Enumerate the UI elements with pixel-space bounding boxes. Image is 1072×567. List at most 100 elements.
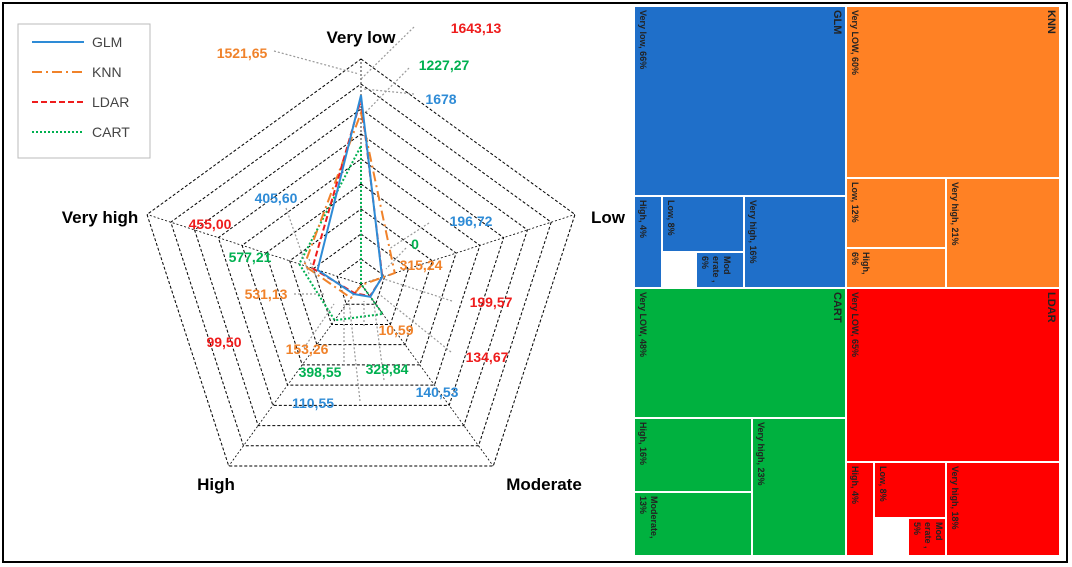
treemap-tile: Moderate, 13% [634, 492, 752, 556]
radar-ring [265, 183, 457, 366]
axis-label: Very high [62, 208, 139, 227]
treemap-group-title: LDAR [1045, 292, 1057, 323]
treemap-tile: High, 4% [634, 196, 662, 288]
value-label: 153,26 [286, 341, 329, 357]
treemap-chart: Very low, 66% High, 4% Low, 8% Mod erate , … [634, 6, 1064, 556]
chart-legend: GLM KNN LDAR CART [17, 23, 151, 159]
radar-spoke [146, 214, 362, 285]
treemap-tile: Very LOW, 60% [846, 6, 1060, 178]
radar-value-labels: 1678196,72140,53110,55405,601521,65315,2… [189, 20, 513, 411]
series-line-ldar [311, 98, 384, 298]
radar-ring [336, 258, 386, 305]
treemap-tile-label: Low, 8% [878, 466, 888, 502]
treemap-tile: Very LOW, 65% [846, 288, 1060, 462]
leader-line [383, 278, 453, 302]
treemap-tile-label: Low, 8% [666, 200, 676, 236]
treemap-tile: Very high, 16% [744, 196, 846, 288]
treemap-tile-label: High, 16% [638, 422, 648, 466]
value-label: 405,60 [255, 190, 298, 206]
leader-line [303, 303, 335, 349]
legend-entry: GLM [92, 34, 122, 50]
treemap-tile-label: Very LOW, 65% [850, 292, 860, 358]
legend-box [17, 23, 151, 159]
radar-spoke [228, 283, 362, 467]
leader-line [388, 222, 430, 250]
radar-spoke [360, 283, 494, 467]
treemap-tile: Low, 12% [846, 178, 946, 248]
leader-line [360, 26, 415, 80]
treemap-tile-label: Very high, 23% [756, 422, 766, 486]
treemap-tile: High, 16% [634, 418, 752, 492]
axis-label: High [197, 475, 235, 494]
leader-line [363, 88, 415, 95]
treemap-tile-label: Mod erate , 6% [700, 256, 732, 283]
treemap-tile-label: Very LOW, 48% [638, 292, 648, 358]
treemap-tile: Low, 8% [874, 462, 946, 518]
value-label: 315,24 [400, 257, 443, 273]
series-line-glm [316, 94, 384, 298]
radar-ring [217, 133, 505, 406]
treemap-tile: Mod erate , 5% [908, 518, 946, 556]
legend-entry: LDAR [92, 94, 129, 110]
value-label: 577,21 [229, 249, 272, 265]
leader-line [373, 303, 385, 381]
value-label: 1643,13 [451, 20, 502, 36]
legend-entry: CART [92, 124, 130, 140]
value-label: 1227,27 [419, 57, 470, 73]
treemap-tile: Low, 8% [662, 196, 744, 252]
radar-ring [193, 108, 529, 427]
radar-series [298, 94, 396, 322]
value-label: 455,00 [189, 216, 232, 232]
axis-label: Very low [327, 28, 397, 47]
treemap-tile-label: High, 6% [850, 252, 871, 275]
treemap-tile: High, 6% [846, 248, 946, 288]
treemap-tile: High, 4% [846, 462, 874, 556]
leader-line [385, 247, 407, 270]
series-line-knn [302, 109, 396, 300]
treemap-tile-label: Moderate, 13% [638, 496, 659, 539]
radar-spoke [360, 214, 576, 285]
treemap-tile-label: High, 4% [850, 466, 860, 505]
value-label: 140,53 [416, 384, 459, 400]
treemap-tile-label: High, 4% [638, 200, 648, 239]
radar-grid [146, 58, 576, 467]
value-label: 199,57 [470, 294, 513, 310]
value-label: 134,67 [466, 349, 509, 365]
radar-ring [170, 83, 552, 447]
treemap-tile-label: Very high, 18% [950, 466, 960, 530]
leader-line [363, 67, 410, 115]
treemap-tile-label: Very low, 66% [638, 10, 648, 70]
treemap-tile-label: Very high, 21% [950, 182, 960, 246]
treemap-tile-label: Very LOW, 60% [850, 10, 860, 76]
leader-line [273, 50, 360, 75]
value-label: 1521,65 [217, 45, 268, 61]
radar-ring [241, 158, 481, 386]
legend-entry: KNN [92, 64, 122, 80]
value-label: 99,50 [206, 334, 241, 350]
leader-line [348, 300, 361, 402]
treemap-tile: Mod erate , 6% [696, 252, 744, 288]
treemap-tile-label: Very high, 16% [748, 200, 758, 264]
treemap-tile: Very LOW, 48% [634, 288, 846, 418]
treemap-tile: Very high, 21% [946, 178, 1060, 288]
value-label: 10,59 [378, 322, 413, 338]
radar-ring [289, 208, 433, 346]
treemap-group-title: GLM [831, 10, 843, 35]
value-label: 196,72 [450, 213, 493, 229]
leader-line [308, 258, 320, 285]
treemap-tile: Very high, 18% [946, 462, 1060, 556]
treemap-tile-label: Low, 12% [850, 182, 860, 223]
leader-line [378, 293, 452, 353]
value-leader-lines [273, 26, 453, 402]
series-line-cart [298, 145, 385, 322]
radar-ring [146, 58, 576, 467]
value-label: 110,55 [292, 395, 334, 411]
treemap-group-title: CART [831, 292, 843, 323]
value-label: 398,55 [299, 364, 342, 380]
value-label: 0 [411, 236, 419, 252]
radar-ring [312, 233, 410, 325]
value-label: 531,13 [245, 286, 288, 302]
treemap-tile-label: Mod erate , 5% [912, 522, 944, 549]
